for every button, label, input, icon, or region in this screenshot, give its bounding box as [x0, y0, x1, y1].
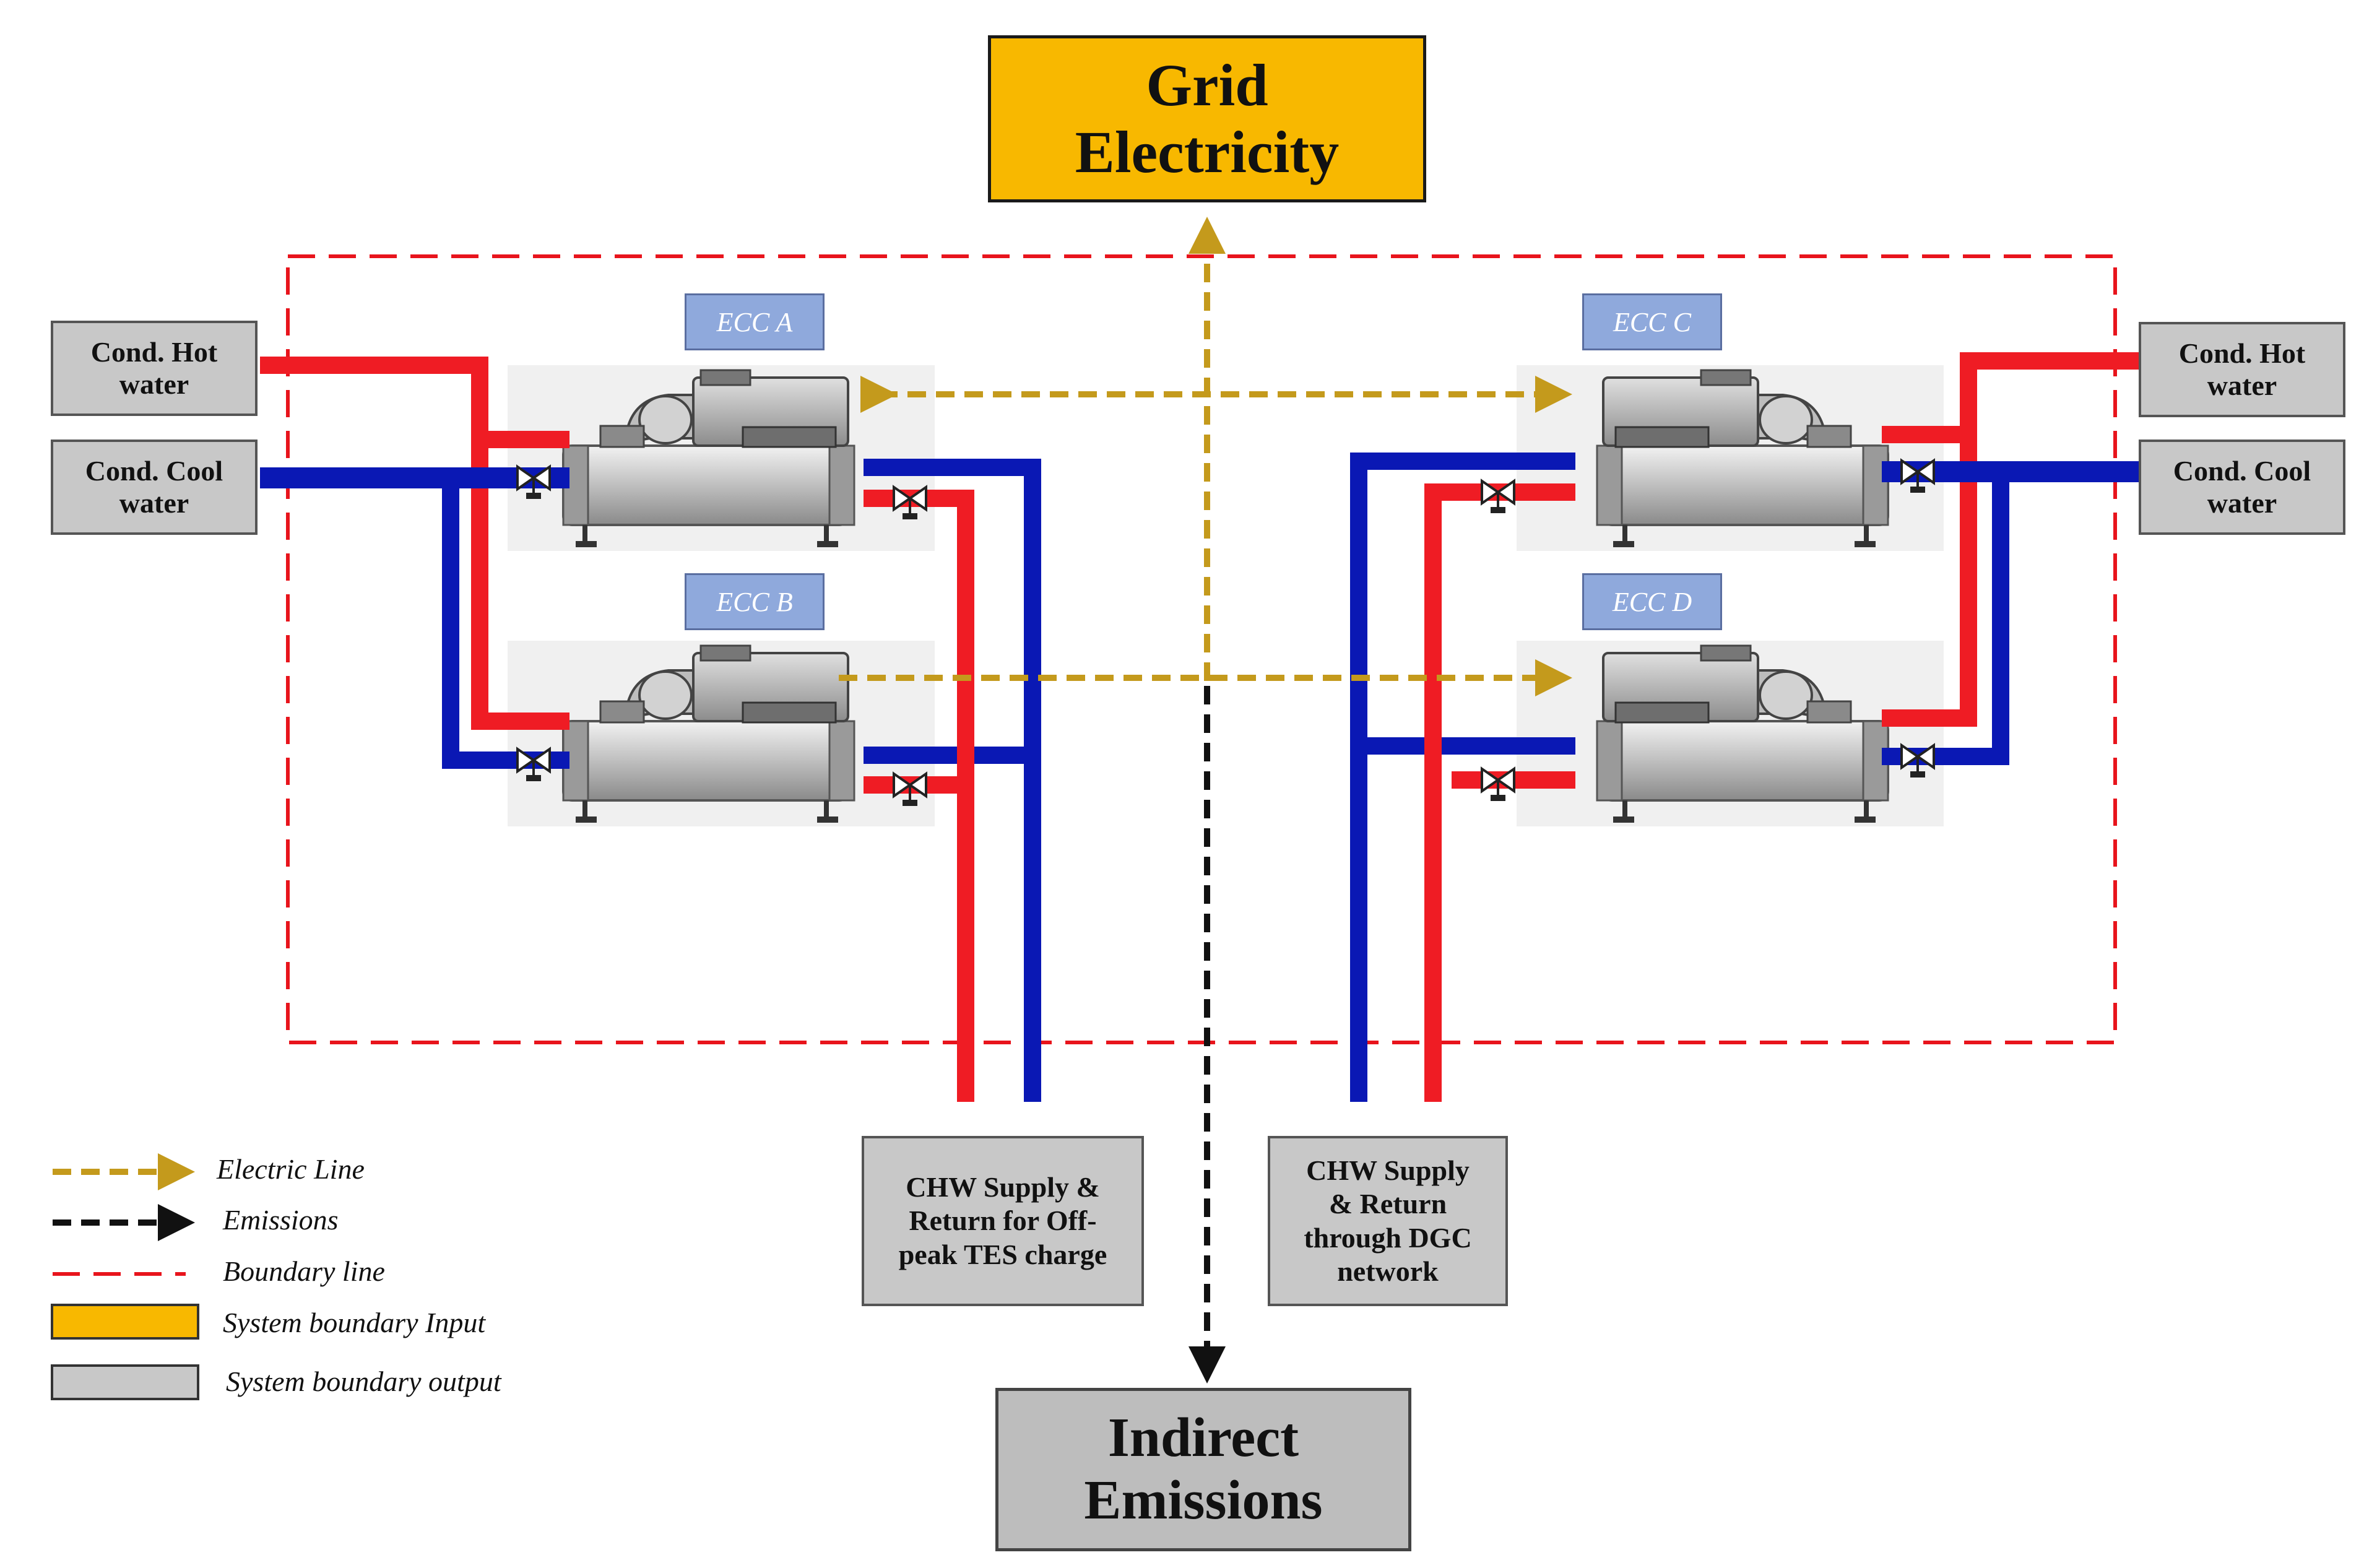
- legend-boundary-label: Boundary line: [223, 1255, 385, 1287]
- right-cond-cool-water-box: Cond. Cool water: [2139, 440, 2345, 535]
- system-boundary: [286, 254, 2117, 1044]
- ecc-d-label: ECC D: [1582, 573, 1722, 630]
- grid-electricity-box: Grid Electricity: [988, 35, 1426, 202]
- chiller-ecc-c: [1517, 365, 1944, 551]
- indirect-emissions-box: Indirect Emissions: [995, 1388, 1411, 1551]
- chiller-ecc-b: [508, 641, 935, 826]
- legend-input-label: System boundary Input: [223, 1307, 486, 1338]
- legend-output-label: System boundary output: [226, 1366, 501, 1397]
- chw-tes-charge-box: CHW Supply & Return for Off- peak TES ch…: [862, 1136, 1144, 1306]
- legend-output-swatch: [51, 1364, 199, 1400]
- ecc-b-label: ECC B: [685, 573, 825, 630]
- right-cond-hot-water-box: Cond. Hot water: [2139, 322, 2345, 417]
- ecc-a-label: ECC A: [685, 293, 825, 350]
- chiller-ecc-d: [1517, 641, 1944, 826]
- legend-emissions-label: Emissions: [223, 1204, 339, 1236]
- left-cond-cool-water-box: Cond. Cool water: [51, 440, 258, 535]
- chiller-ecc-a: [508, 365, 935, 551]
- electric-lines: [839, 217, 1572, 696]
- chw-dgc-network-box: CHW Supply & Return through DGC network: [1268, 1136, 1508, 1306]
- left-chw-pipes: [864, 459, 1041, 1102]
- left-cond-hot-water-box: Cond. Hot water: [51, 321, 258, 416]
- legend-input-swatch: [51, 1304, 199, 1340]
- legend-electric-label: Electric Line: [217, 1153, 365, 1185]
- ecc-c-label: ECC C: [1582, 293, 1722, 350]
- right-chw-pipes: [1350, 453, 1575, 1102]
